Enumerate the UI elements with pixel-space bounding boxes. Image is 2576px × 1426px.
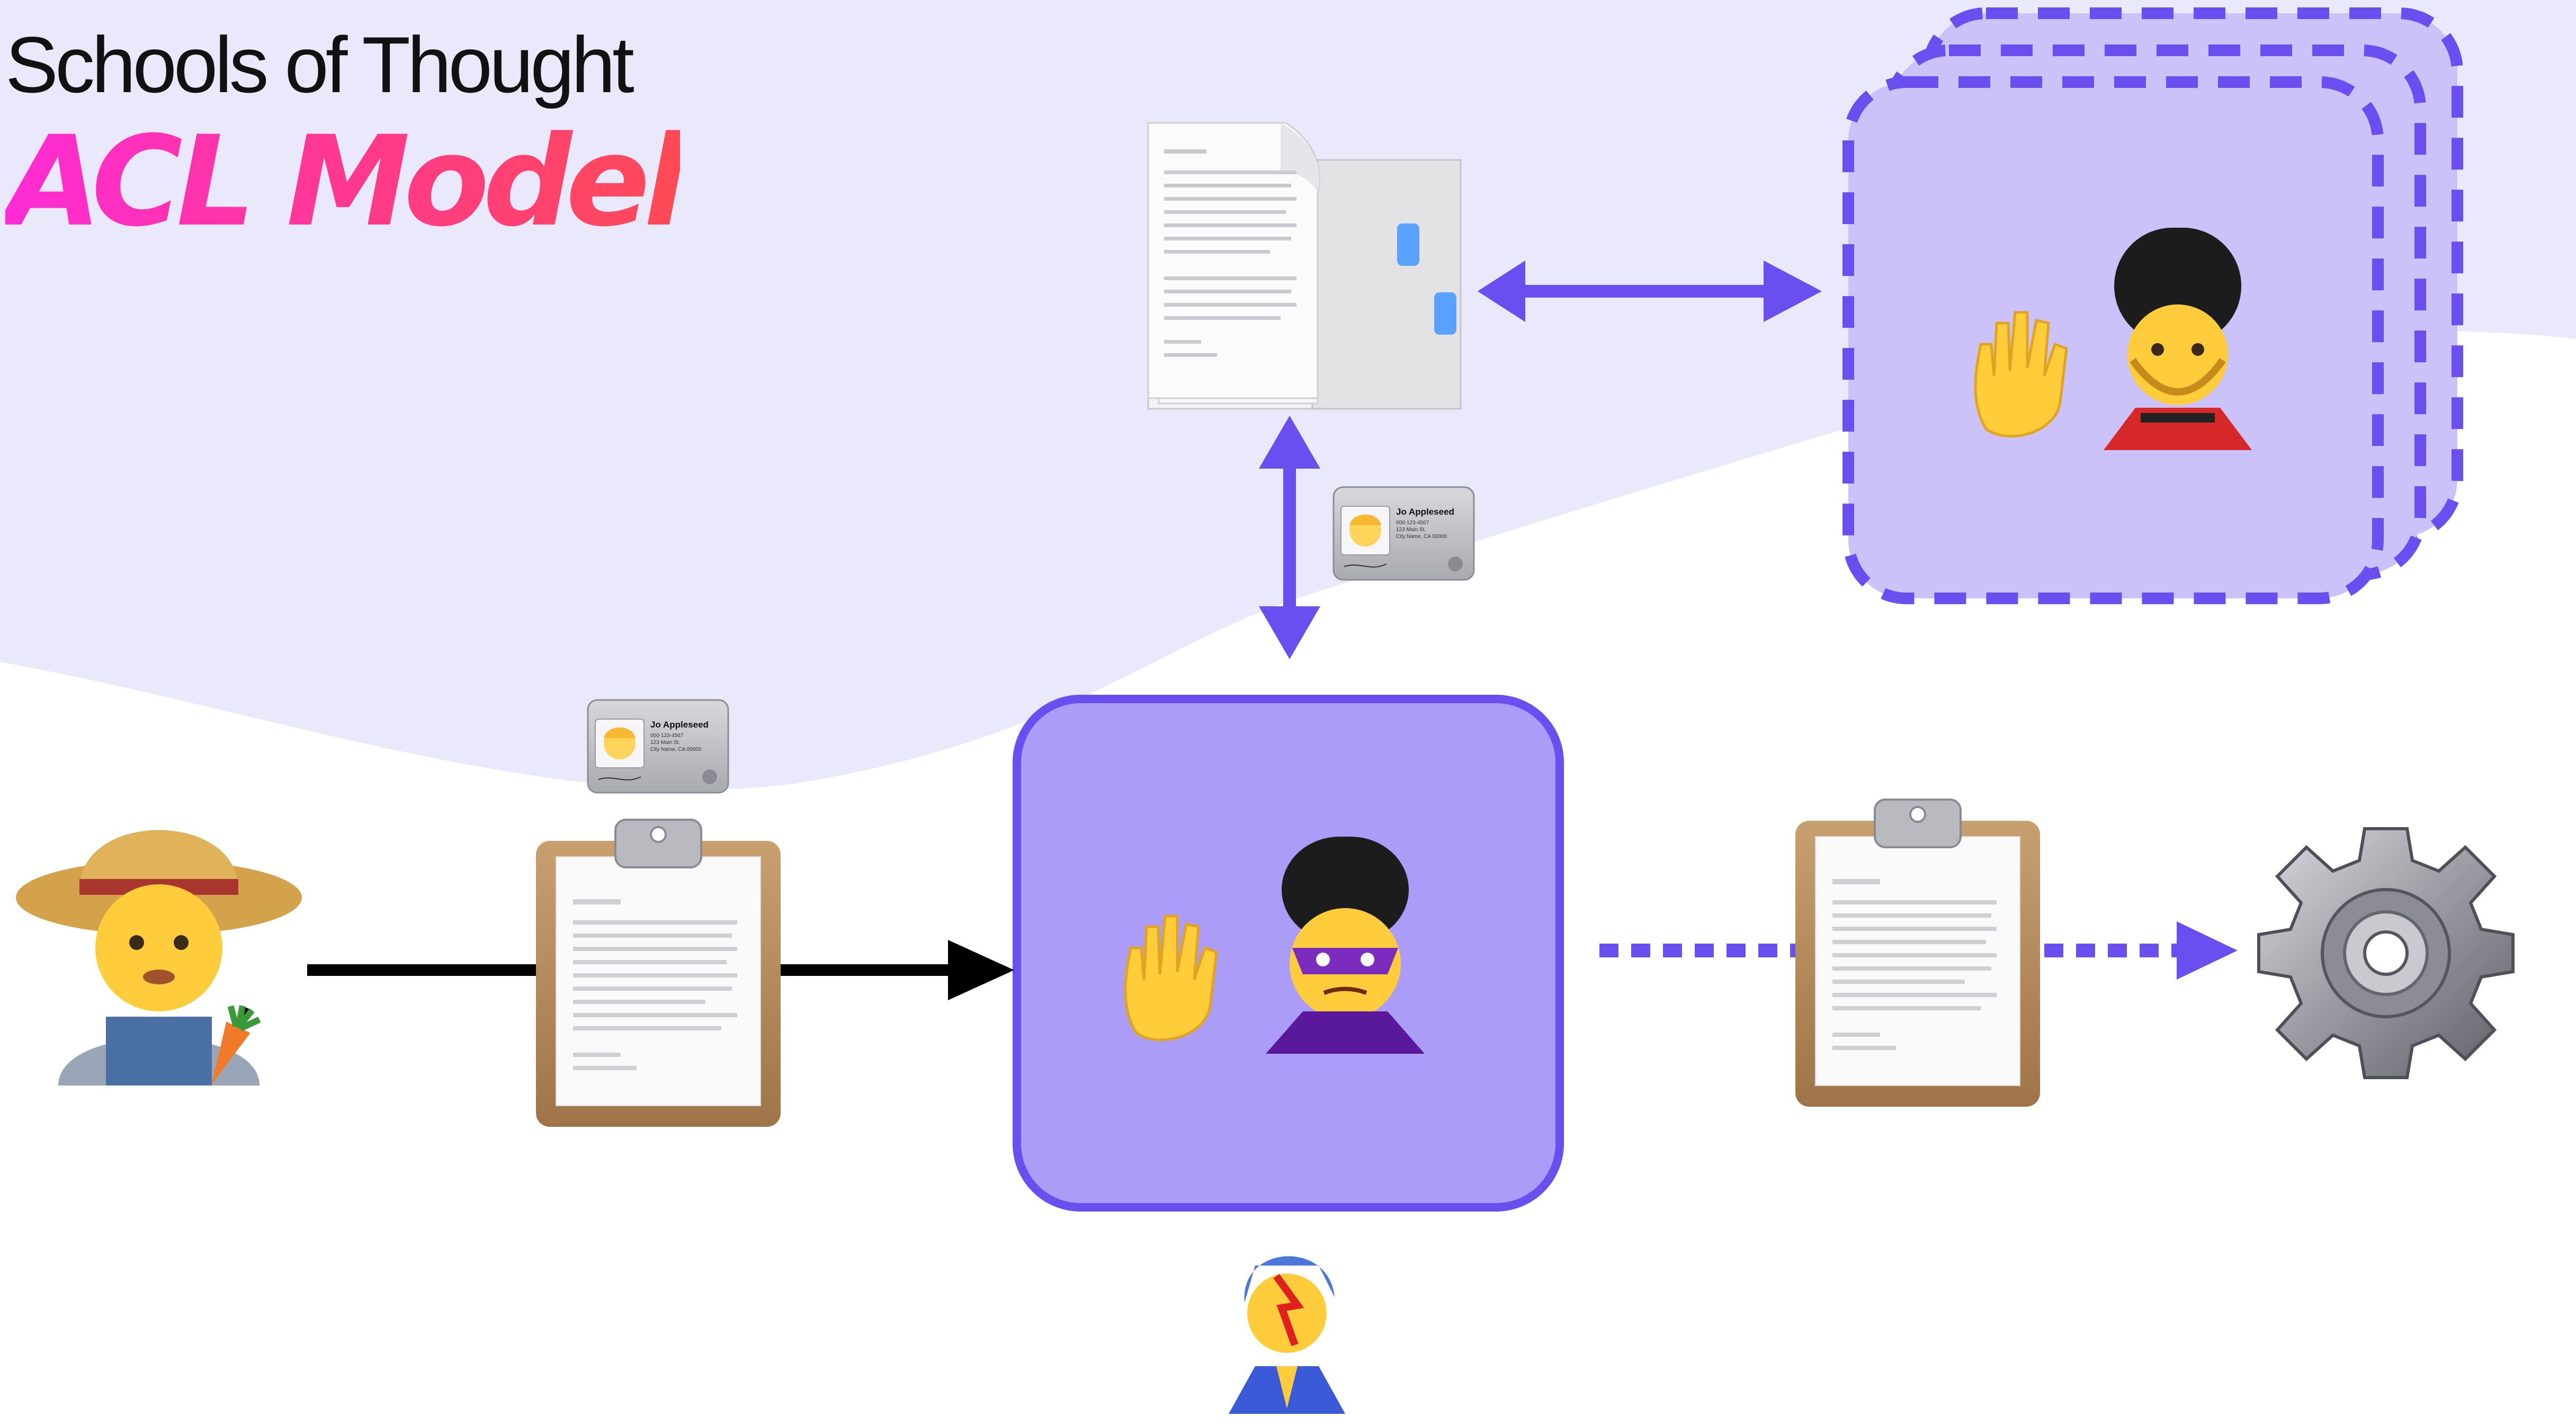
guarded-resource-box (1013, 695, 1564, 1212)
gear-icon (2257, 827, 2515, 1079)
page-subtitle: Schools of Thought (5, 20, 634, 109)
remote-box-front (1842, 76, 2384, 604)
singer-icon (1229, 1256, 1345, 1414)
id-card-line1: 000-123-4567 (650, 733, 684, 739)
page-title: ACL Model (5, 110, 686, 254)
raised-hand-icon (1974, 311, 2068, 438)
id-card-line3: City Name, CA 00000 (1396, 534, 1447, 540)
id-card-name: Jo Appleseed (1396, 507, 1454, 517)
id-card-line3: City Name, CA 00000 (650, 747, 702, 752)
documents-main-double-arrow (1259, 416, 1320, 659)
documents-remote-double-arrow (1478, 261, 1822, 322)
id-card-line1: 000-123-4567 (1396, 520, 1429, 526)
id-card-icon: Jo Appleseed 000-123-4567 123 Main St. C… (587, 699, 729, 794)
farmer-icon (16, 830, 302, 1086)
id-card-line2: 123 Main St. (650, 740, 680, 746)
id-card-line2: 123 Main St. (1396, 527, 1426, 533)
id-card-name: Jo Appleseed (650, 720, 709, 730)
supervillain-icon (1266, 837, 1425, 1054)
id-card-icon: Jo Appleseed 000-123-4567 123 Main St. C… (1332, 486, 1475, 581)
documents-icon (1147, 122, 1462, 410)
raised-hand-icon (1124, 914, 1218, 1042)
clipboard-icon (1795, 799, 2040, 1107)
guard-icon (2104, 228, 2252, 450)
clipboard-icon (536, 819, 781, 1127)
